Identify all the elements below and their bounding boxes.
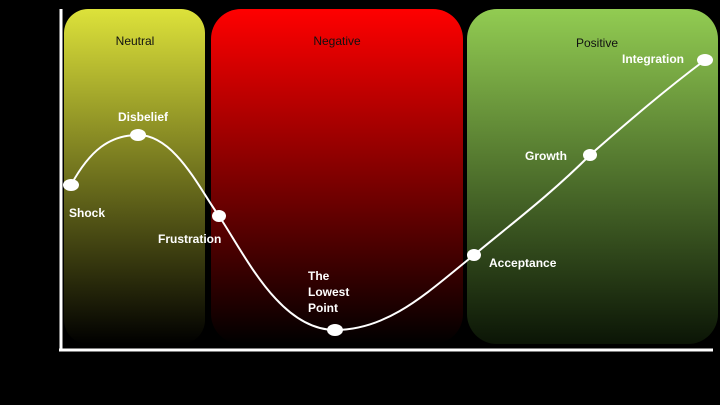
neutral-zone-label: Neutral	[116, 34, 155, 48]
negative-zone-label: Negative	[313, 34, 361, 48]
positive-zone-label: Positive	[576, 36, 618, 50]
stage-label-disbelief: Disbelief	[118, 110, 169, 124]
stage-label-shock: Shock	[69, 206, 105, 220]
stage-label-lowest-point-line2: Lowest	[308, 285, 349, 299]
stage-label-acceptance: Acceptance	[489, 256, 557, 270]
stage-label-frustration: Frustration	[158, 232, 221, 246]
stage-marker-disbelief	[130, 129, 146, 141]
neutral-zone	[64, 9, 205, 344]
stage-label-growth: Growth	[525, 149, 567, 163]
stage-label-integration: Integration	[622, 52, 684, 66]
stage-marker-shock	[63, 179, 79, 191]
stage-label-lowest-point-line3: Point	[308, 301, 338, 315]
stage-label-lowest-point-line1: The	[308, 269, 330, 283]
stage-marker-lowest-point	[327, 324, 343, 336]
negative-zone	[211, 9, 463, 344]
stage-marker-integration	[697, 54, 713, 66]
stage-marker-frustration	[212, 210, 226, 222]
stage-marker-acceptance	[467, 249, 481, 261]
stage-marker-growth	[583, 149, 597, 161]
positive-zone	[467, 9, 718, 344]
